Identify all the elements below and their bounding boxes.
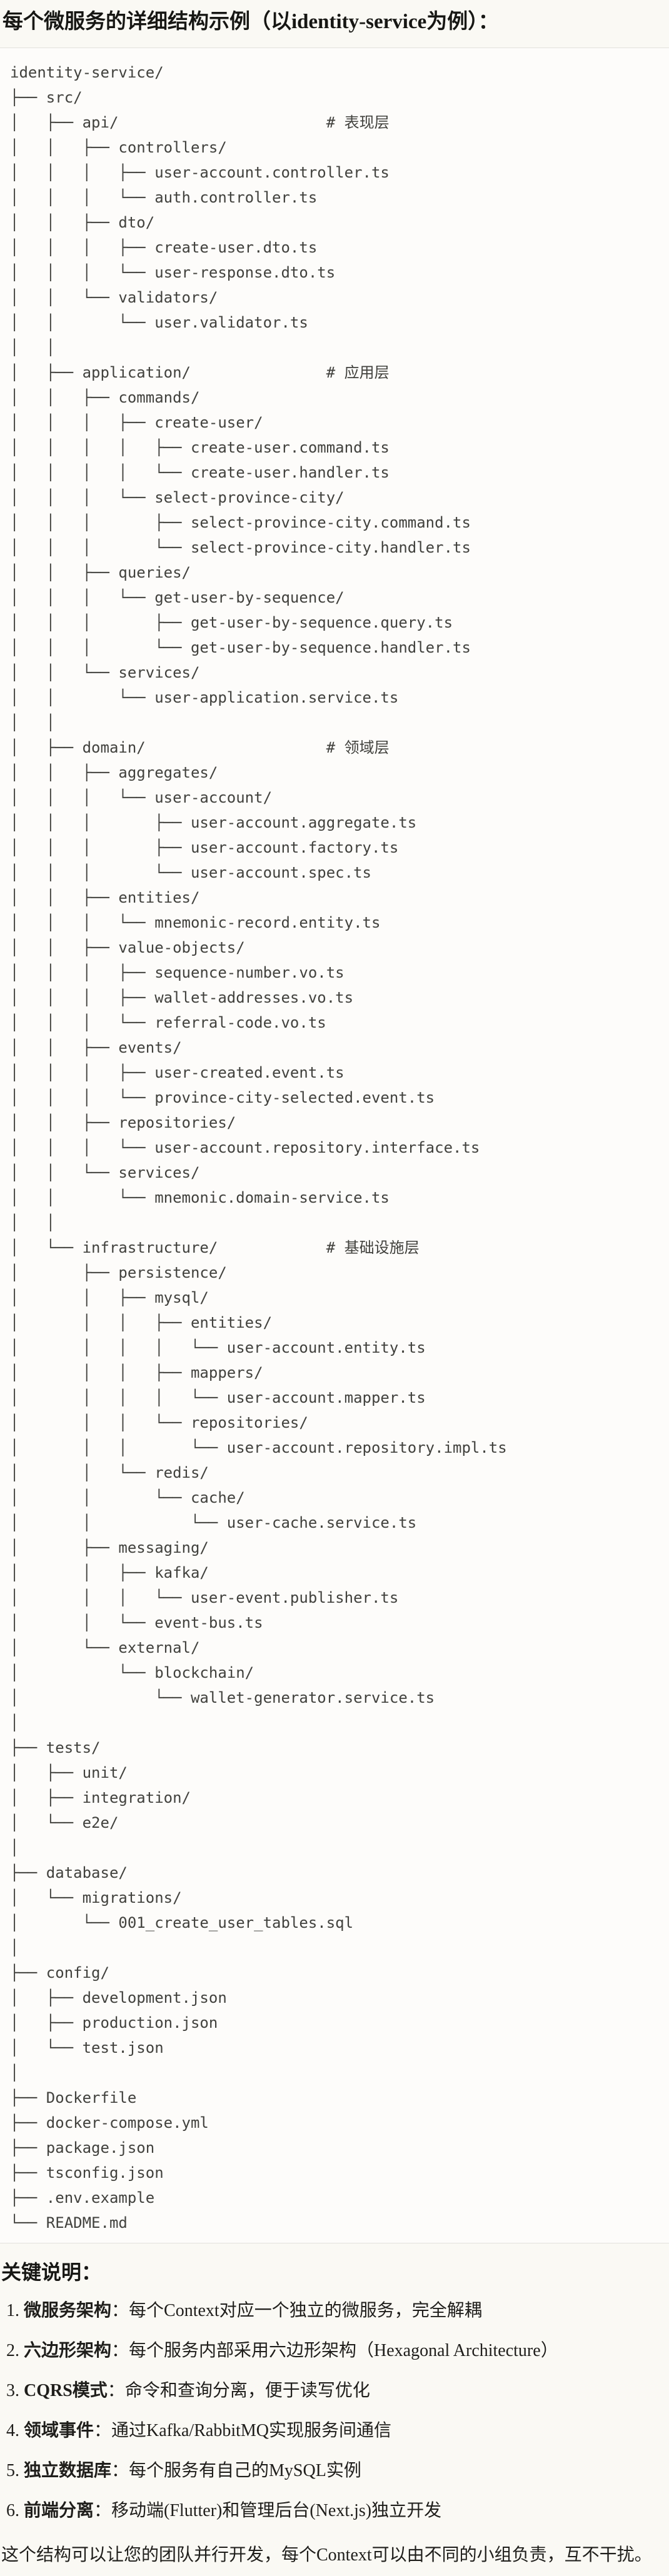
note-colon: ： <box>94 2501 112 2520</box>
note-number: 3. <box>6 2381 19 2400</box>
note-term: 领域事件 <box>24 2421 94 2440</box>
note-text: 命令和查询分离，便于读写优化 <box>124 2381 370 2400</box>
note-item: 6. 前端分离：移动端(Flutter)和管理后台(Next.js)独立开发 <box>6 2500 668 2522</box>
directory-tree: identity-service/ ├── src/ │ ├── api/ # … <box>10 64 507 2232</box>
note-text: 每个服务有自己的MySQL实例 <box>129 2461 361 2480</box>
note-colon: ： <box>94 2421 112 2440</box>
note-text: 每个Context对应一个独立的微服务，完全解耦 <box>129 2301 482 2320</box>
code-block: identity-service/ ├── src/ │ ├── api/ # … <box>0 48 669 2243</box>
note-number: 2. <box>6 2341 19 2360</box>
note-text: 移动端(Flutter)和管理后台(Next.js)独立开发 <box>111 2501 442 2520</box>
note-number: 6. <box>6 2501 19 2520</box>
note-item: 2. 六边形架构：每个服务内部采用六边形架构（Hexagonal Architec… <box>6 2340 668 2362</box>
note-colon: ： <box>111 2461 129 2480</box>
note-colon: ： <box>107 2381 125 2400</box>
note-item: 5. 独立数据库：每个服务有自己的MySQL实例 <box>6 2460 668 2482</box>
note-term: 六边形架构 <box>24 2341 112 2360</box>
note-text: 每个服务内部采用六边形架构（Hexagonal Architecture） <box>129 2341 558 2360</box>
note-text: 通过Kafka/RabbitMQ实现服务间通信 <box>111 2421 391 2440</box>
note-term: 前端分离 <box>24 2501 94 2520</box>
note-item: 1. 微服务架构：每个Context对应一个独立的微服务，完全解耦 <box>6 2300 668 2322</box>
note-colon: ： <box>111 2301 129 2320</box>
note-term: 微服务架构 <box>24 2301 112 2320</box>
note-number: 4. <box>6 2421 19 2440</box>
page-title: 每个微服务的详细结构示例（以identity-service为例）： <box>3 11 499 33</box>
note-item: 4. 领域事件：通过Kafka/RabbitMQ实现服务间通信 <box>6 2420 668 2442</box>
note-number: 1. <box>6 2301 19 2320</box>
note-number: 5. <box>6 2461 19 2480</box>
note-item: 3. CQRS模式：命令和查询分离，便于读写优化 <box>6 2380 668 2402</box>
notes-heading: 关键说明： <box>1 2261 102 2283</box>
closing-paragraph: 这个结构可以让您的团队并行开发，每个Context可以由不同的小组负责，互不干扰… <box>1 2545 652 2565</box>
note-colon: ： <box>111 2341 129 2360</box>
notes-section: 关键说明： 1.微服务架构：每个Context对应一个独立的微服务，完全解耦 2… <box>0 2243 669 2576</box>
note-term: 独立数据库 <box>24 2461 112 2480</box>
note-term: CQRS模式 <box>24 2381 108 2400</box>
